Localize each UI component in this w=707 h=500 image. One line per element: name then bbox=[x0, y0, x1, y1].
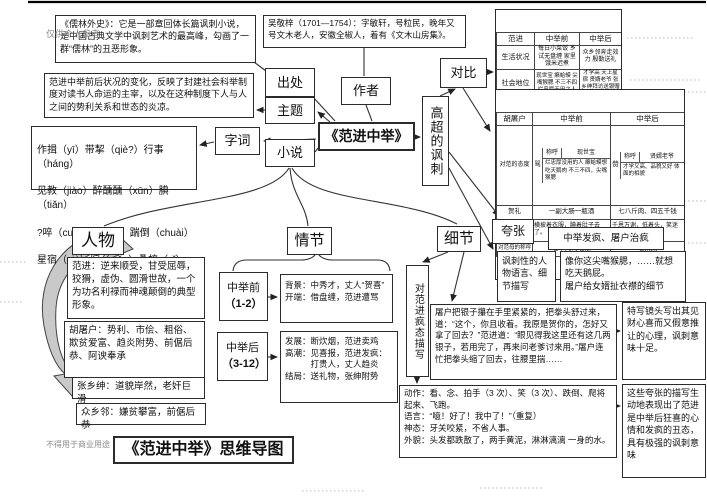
butcher-header-post: 中举后 bbox=[610, 112, 684, 127]
words-box: 作揖（yī）带挈（qiè?）行事（háng） 见教（jiào）醉醺醺（xūn）腆… bbox=[31, 126, 197, 266]
attitude-call-label: 称呼 bbox=[621, 151, 641, 162]
node-theme: 主题 bbox=[265, 97, 315, 124]
quote-comment-box: 特写镜头写出其见财心喜而又假意推让的心理，讽刺意味十足。 bbox=[622, 302, 706, 380]
plot-pre-node: 中举前 （1-2） bbox=[219, 272, 268, 321]
plot-post-range: （3-12） bbox=[222, 357, 267, 370]
character-item-butcher: 胡屠户：势利、市侩、粗俗、欺贫爱富、趋炎附势、前倨后恭、阿谀奉承 bbox=[64, 321, 205, 378]
plot-pre-label: 中举前 bbox=[227, 282, 260, 295]
node-characters: 人物 bbox=[72, 227, 124, 255]
butcher-header-pre: 中举前 bbox=[532, 112, 611, 127]
author-description-box: 吴敬梓（1701—1754）：字敏轩，号粒民，晚年又号文木老人，安徽全椒人，着有… bbox=[263, 15, 466, 48]
node-words: 字词 bbox=[215, 127, 260, 155]
theme-description-box: 范进中举前后状况的变化，反映了封建社会科举制度对读书人命运的主宰，以及在这种制度… bbox=[44, 73, 254, 118]
attitude-desc: 烂忠厚没用的人 癞蛤蟆想吃天鹅肉 不三不四，尖嘴猴腮 bbox=[545, 160, 608, 181]
compare-header-subject: 范进 bbox=[496, 32, 535, 47]
butcher-table: 胡屠户 中举前 中举后 对范的态度 骂 称呼 现世宝 烂忠厚没用的人 癞蛤蟆想吃… bbox=[495, 89, 685, 280]
butcher-row-label: 贺礼 bbox=[496, 204, 533, 220]
attitude-desc: 才学又高、品貌又好 体面的相貌 bbox=[623, 163, 680, 178]
butcher-header-subject: 胡屠户 bbox=[496, 112, 533, 127]
butcher-cell: 七八斤肉、四五千钱 bbox=[610, 204, 684, 220]
node-details: 细节 bbox=[437, 226, 481, 252]
plot-post-node: 中举后 （3-12） bbox=[217, 332, 268, 381]
compare-cell: 每日小菜饭 乡试无盘缠 家里饿米迟煮 bbox=[534, 45, 580, 70]
watermark-commercial: 不得用于商业用途 bbox=[46, 440, 110, 449]
attitude-call-value: 现世宝 bbox=[577, 150, 596, 157]
character-item-neighbors: 众乡邻：嫌贫攀富，前倨后恭 bbox=[76, 403, 206, 431]
node-contrast: 对比 bbox=[440, 58, 487, 88]
node-author: 作者 bbox=[341, 77, 391, 105]
words-line: 作揖（yī）带挈（qiè?）行事（háng） bbox=[37, 144, 164, 170]
watermark-personal: 仅供个人参考 bbox=[46, 29, 101, 39]
node-exaggeration: 夸张 bbox=[492, 219, 534, 244]
node-satire: 高超的讽刺 bbox=[422, 96, 449, 186]
compare-cell: 众乡邻奔走效力 殷勤送礼 bbox=[579, 45, 621, 70]
attitude-call-value: 贤婿老爷 bbox=[650, 153, 675, 160]
compare-header-post: 中举后 bbox=[579, 32, 621, 47]
attitude-tag: 赞 bbox=[611, 151, 621, 180]
exaggeration-result-box: 中举发疯、屠户治疯 bbox=[548, 227, 664, 250]
character-item-squire: 张乡绅：道貌岸然，老奸巨滑 bbox=[72, 377, 205, 405]
center-title-node: 《范进中举》 bbox=[318, 122, 415, 151]
butcher-cell: 一副大肠一瓶酒 bbox=[532, 204, 611, 220]
node-plot: 情节 bbox=[287, 227, 332, 255]
butcher-attitude-pre: 骂 称呼 现世宝 烂忠厚没用的人 癞蛤蟆想吃天鹅肉 不三不四，尖嘴猴腮 bbox=[532, 125, 611, 206]
character-item-fanjin: 范进：逆来顺受，甘受屈辱，狡猾，虚伪、圆滑世故，一个为功名利禄而神魂颠倒的典型形… bbox=[67, 257, 205, 319]
satirical-language-example-box: 像你这尖嘴猴腮，……就想吃天鹅屁。 屠户给女婿扯衣襟的细节 bbox=[560, 251, 686, 302]
attitude-call-label: 称呼 bbox=[543, 148, 563, 159]
attitude-tag: 骂 bbox=[533, 148, 543, 183]
compare-header-pre: 中举前 bbox=[534, 32, 580, 47]
plot-pre-detail: 背景：中秀才，丈人“贺喜” 开端：借盘缠，范进遭骂 bbox=[280, 274, 393, 323]
node-source: 出处 bbox=[265, 68, 315, 97]
diagram-title: 《范进中举》思维导图 bbox=[113, 436, 294, 464]
source-description-box: 《儒林外史》：它是一部章回体长篇讽刺小说，是中国古典文学中讽刺艺术的最高峰，勾画… bbox=[55, 15, 256, 63]
butcher-attitude-post: 赞 称呼 贤婿老爷 才学又高、品貌又好 体面的相貌 bbox=[610, 125, 684, 206]
madness-comment-box: 这些夸张的描写生动地表现出了范进是中举后狂喜的心情和发疯的丑态，具有极强的讽刺意… bbox=[622, 384, 706, 478]
madness-description-node: 对范进疯态描写 bbox=[406, 265, 429, 377]
words-line: 见教（jiào）醉醺醺（xūn）腆（tiǎn） bbox=[37, 186, 169, 211]
plot-post-label: 中举后 bbox=[226, 342, 259, 355]
butcher-row-label: 对范的态度 bbox=[496, 125, 533, 206]
plot-pre-range: （1-2） bbox=[224, 297, 263, 310]
node-novel: 小说 bbox=[265, 139, 315, 167]
silver-quote-box: 屠户把银子攥在手里紧紧的，把拳头舒过来，道：“这个，你且收着。我原是贺你的，怎好… bbox=[430, 304, 617, 380]
madness-detail-box: 动作：看、念、拍手（3 次）、笑（3 次）、跌倒、爬将起来、飞跑。 语言：“噫！… bbox=[399, 385, 617, 458]
satirical-language-node: 讽刺性的人物语言、细节描写 bbox=[497, 251, 556, 302]
plot-post-detail: 发展：断炊烟，范进卖鸡 高潮：见喜报，范进发疯： 打贵人，丈人趋炎 结局：送礼物… bbox=[280, 331, 398, 403]
compare-row-label: 生活状况 bbox=[496, 45, 535, 70]
